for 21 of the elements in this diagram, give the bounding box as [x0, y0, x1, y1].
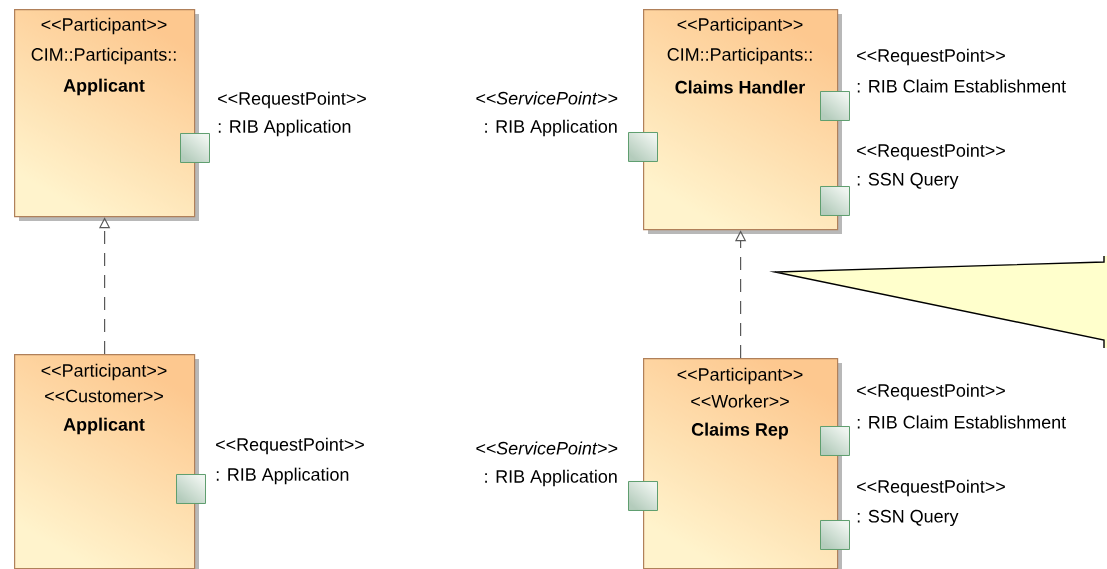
port-square	[176, 474, 206, 504]
participant-box: <<Participant>> <<Customer>> Applicant	[14, 354, 199, 569]
participant-box: <<Participant>> CIM::Participants:: Claims Handler	[643, 9, 842, 234]
port-square	[180, 133, 210, 163]
port-label: : RIB Claim Establishment	[857, 79, 1066, 93]
stereotype-label: <<RequestPoint>>	[857, 383, 1005, 401]
port-square	[820, 91, 850, 121]
port-label: : RIB Application	[485, 119, 617, 137]
note-callout	[769, 255, 1107, 349]
port-label: : RIB Application	[216, 467, 349, 485]
stereotype-label: <<RequestPoint>>	[857, 143, 1005, 161]
stereotype-label: <<RequestPoint>>	[857, 479, 1005, 497]
port-square	[820, 186, 850, 216]
participant-box: <<Participant>> <<Worker>> Claims Rep	[643, 358, 842, 569]
port-square	[628, 132, 658, 162]
port-square	[820, 426, 850, 456]
port-label: : RIB Application	[218, 119, 351, 137]
port-square	[820, 520, 850, 550]
port-square	[628, 481, 658, 511]
port-label: : RIB Application	[485, 469, 617, 487]
participant-box: <<Participant>> CIM::Participants:: Applicant	[14, 9, 199, 221]
